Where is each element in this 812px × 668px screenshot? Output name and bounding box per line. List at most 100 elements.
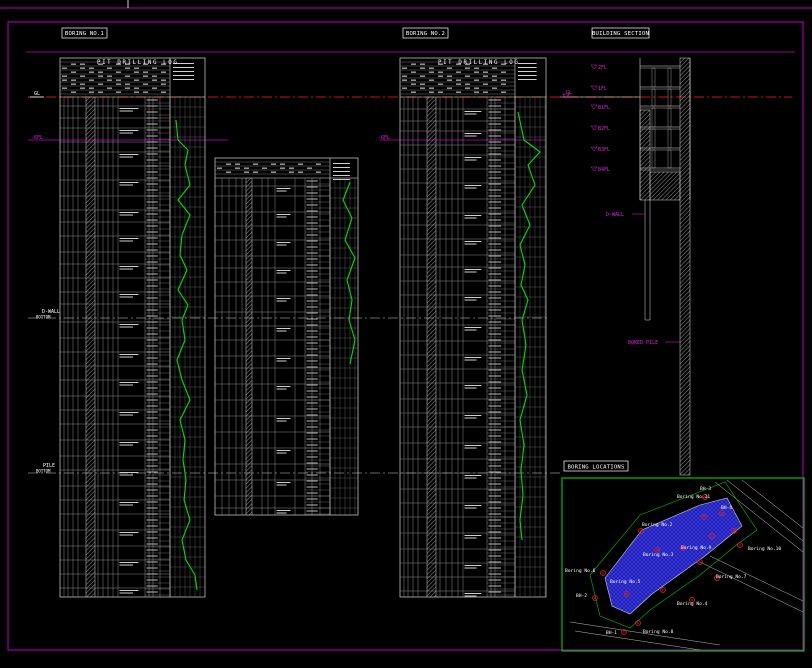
- sample-value-mark: [488, 447, 502, 449]
- sample-value-mark: [488, 471, 502, 473]
- sample-value-mark: [488, 249, 502, 251]
- header-text-mark: [89, 67, 94, 69]
- boring-marker-icon: [635, 620, 641, 626]
- header-text-mark: [62, 67, 67, 69]
- sample-value-mark: [488, 135, 502, 137]
- header-text-mark: [98, 71, 103, 73]
- header-text-mark: [411, 91, 416, 93]
- sample-value-mark: [488, 195, 502, 197]
- soil-description-mark: [464, 385, 482, 386]
- soil-description-mark: [276, 450, 291, 451]
- road-edge-line: [574, 630, 701, 651]
- floor-label: B3FL: [598, 147, 610, 153]
- sample-value-mark: [146, 369, 158, 371]
- header-text-mark: [483, 63, 488, 65]
- soil-description-mark: [464, 595, 477, 597]
- section-column: [651, 88, 656, 107]
- header-note-mark: [333, 163, 350, 164]
- boring-marker-dot: [739, 544, 741, 546]
- soil-description-mark: [464, 417, 477, 419]
- header-text-mark: [143, 83, 148, 85]
- section-column: [651, 107, 656, 128]
- header-text-mark: [492, 75, 497, 77]
- section-column: [667, 67, 672, 88]
- soil-description-mark: [276, 214, 291, 215]
- header-text-mark: [80, 83, 85, 85]
- soil-hatch-column: [426, 96, 437, 598]
- sample-value-mark: [306, 216, 318, 218]
- soil-description-mark: [276, 512, 287, 514]
- header-text-mark: [152, 67, 157, 69]
- sample-value-mark: [488, 207, 502, 209]
- sample-value-mark: [146, 555, 158, 557]
- header-note-mark: [333, 171, 350, 172]
- boring-log-1[interactable]: [59, 57, 206, 598]
- sample-value-mark: [488, 177, 502, 179]
- header-text-mark: [125, 87, 130, 89]
- header-text-mark: [429, 87, 434, 89]
- header-text-mark: [244, 167, 249, 169]
- log-outline: [399, 57, 547, 598]
- soil-description-mark: [464, 243, 477, 245]
- sample-value-mark: [488, 417, 502, 419]
- sample-value-mark: [488, 279, 502, 281]
- sample-value-mark: [146, 477, 158, 479]
- sample-value-mark: [488, 411, 502, 413]
- boring-log-2-title: PIT DRILLING LOG: [438, 60, 519, 66]
- sample-value-mark: [146, 525, 158, 527]
- sample-value-mark: [306, 480, 318, 482]
- header-text-mark: [483, 91, 488, 93]
- header-text-mark: [71, 79, 76, 81]
- header-text-mark: [161, 63, 166, 65]
- sample-value-mark: [306, 228, 318, 230]
- soil-description-mark: [119, 296, 133, 298]
- sample-value-mark: [146, 111, 158, 113]
- boring-location-label: Boring No.7: [716, 574, 747, 580]
- sample-value-mark: [306, 180, 318, 182]
- sample-value-mark: [146, 321, 158, 323]
- boring-marker-icon: [592, 595, 598, 601]
- boring-marker-icon: [638, 528, 644, 534]
- sample-value-mark: [488, 111, 502, 113]
- sample-value-mark: [306, 312, 318, 314]
- header-text-mark: [89, 71, 94, 73]
- soil-description-mark: [119, 384, 133, 386]
- boring-log-2[interactable]: [399, 57, 547, 598]
- boring-marker-dot: [699, 561, 701, 563]
- sample-value-mark: [146, 171, 158, 173]
- boring-marker-icon: [697, 559, 703, 565]
- sample-value-mark: [146, 177, 158, 179]
- sample-value-mark: [488, 99, 502, 101]
- sample-value-mark: [306, 288, 318, 290]
- sample-value-mark: [488, 147, 502, 149]
- section-label-dwall: D-WALL: [606, 212, 624, 218]
- header-text-mark: [474, 91, 479, 93]
- sample-value-mark: [306, 324, 318, 326]
- header-text-mark: [161, 83, 166, 85]
- header-text-mark: [492, 67, 497, 69]
- sample-value-mark: [306, 252, 318, 254]
- soil-description-mark: [276, 484, 287, 486]
- sample-value-mark: [488, 309, 502, 311]
- sample-value-mark: [146, 303, 158, 305]
- soil-description-mark: [119, 414, 133, 416]
- floor-label: B2FL: [598, 126, 610, 132]
- soil-description-mark: [276, 242, 291, 243]
- boring-marker-icon: [621, 629, 627, 635]
- header-text-mark: [456, 91, 461, 93]
- sample-value-mark: [488, 285, 502, 287]
- sample-value-mark: [146, 489, 158, 491]
- soil-description-mark: [119, 532, 139, 533]
- boring-marker-icon: [654, 547, 660, 553]
- sample-value-mark: [488, 273, 502, 275]
- soil-description-mark: [119, 108, 139, 109]
- sample-value-mark: [306, 372, 318, 374]
- boring-marker-dot: [623, 631, 625, 633]
- boring-log-intermediate[interactable]: [214, 157, 359, 516]
- sample-value-mark: [146, 531, 158, 533]
- header-note-mark: [518, 75, 537, 76]
- header-text-mark: [125, 67, 130, 69]
